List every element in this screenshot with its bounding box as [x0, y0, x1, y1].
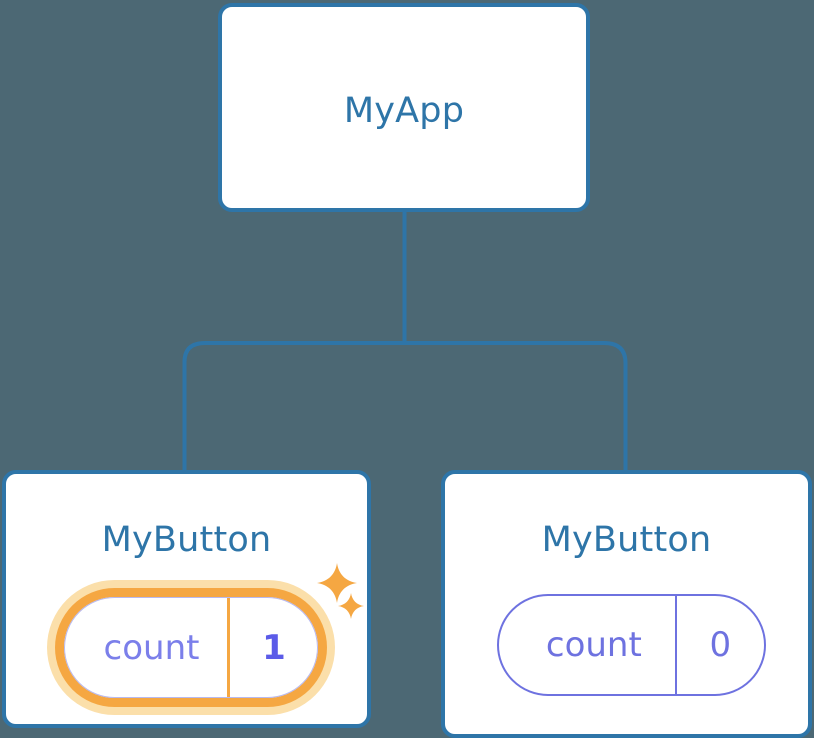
sparkle-large-icon: [317, 563, 357, 603]
badge-inner: count 1: [64, 597, 318, 698]
badge-value-right: 0: [709, 625, 732, 665]
node-title-myapp: MyApp: [343, 91, 465, 131]
node-title-mybutton-right: MyButton: [541, 520, 712, 560]
node-card-mybutton-right[interactable]: MyButton count 0: [441, 470, 812, 738]
connector-children-bar: [182, 341, 628, 470]
node-card-myapp[interactable]: MyApp: [218, 3, 590, 212]
badge-label-left: count: [64, 597, 230, 698]
node-title-mybutton-left: MyButton: [101, 520, 272, 560]
badge-value-left: 1: [262, 627, 286, 668]
count-badge-plain[interactable]: count 0: [497, 594, 766, 696]
count-badge-highlighted[interactable]: count 1: [47, 580, 335, 715]
badge-label-right: count: [499, 596, 677, 694]
sparkle-small-icon: [338, 593, 364, 619]
node-card-mybutton-left[interactable]: MyButton count 1: [2, 470, 371, 728]
